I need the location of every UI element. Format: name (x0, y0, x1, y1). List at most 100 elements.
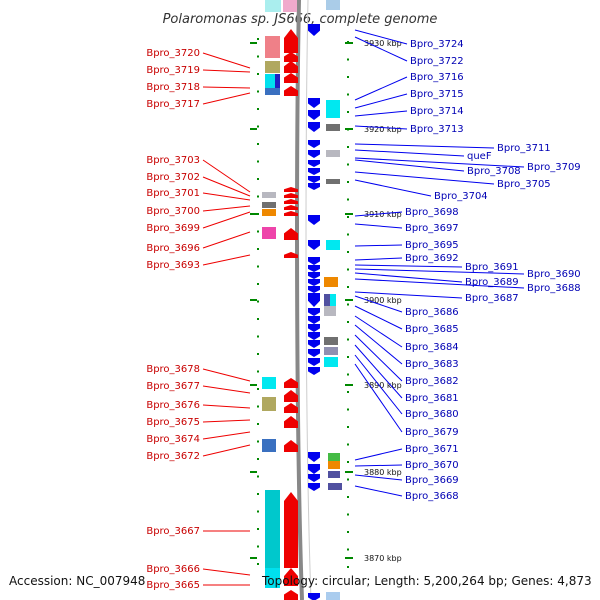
gene-domain-box (328, 483, 342, 490)
right-gene-label: Bpro_3685 (405, 324, 459, 335)
tick-mark (347, 163, 349, 166)
major-tick (250, 42, 257, 44)
tick-mark (257, 528, 259, 530)
tick-mark (347, 216, 349, 218)
tick-mark (257, 563, 259, 565)
tick-mark (347, 268, 349, 271)
gene-domain-box (324, 306, 336, 316)
tick-mark (347, 76, 349, 78)
tick-mark (347, 461, 349, 463)
tick-mark (257, 108, 259, 110)
right-gene-label: Bpro_3683 (405, 359, 459, 370)
right-gene-label: Bpro_3714 (410, 106, 464, 117)
reverse-gene-arrow (308, 452, 320, 462)
forward-gene-arrow (284, 86, 298, 96)
right-gene-label: Bpro_3724 (410, 39, 464, 50)
gene-domain-box (262, 227, 276, 239)
right-gene-label: Bpro_3690 (527, 269, 581, 280)
right-gene-label: Bpro_3686 (405, 307, 459, 318)
tick-mark (347, 531, 349, 533)
left-gene-label: Bpro_3677 (146, 381, 200, 392)
leader-line (354, 278, 525, 289)
right-gene-label: Bpro_3722 (410, 56, 464, 67)
gene-domain-box (324, 294, 330, 306)
forward-gene-arrow (284, 187, 298, 192)
scale-label: 3900 kbp (364, 296, 402, 305)
leader-line (354, 157, 525, 168)
leader-line (354, 244, 403, 247)
tick-mark (257, 38, 259, 40)
left-gene-label: Bpro_3717 (146, 99, 200, 110)
gene-domain-box (326, 0, 340, 10)
gene-domain-box (262, 439, 276, 452)
leader-line (354, 149, 465, 157)
reverse-gene-arrow (308, 367, 320, 375)
leader-line (354, 448, 403, 461)
right-gene-label: Bpro_3689 (465, 277, 519, 288)
leader-line (354, 344, 403, 399)
left-gene-label: Bpro_3720 (146, 48, 200, 59)
right-gene-label: Bpro_3713 (410, 124, 464, 135)
tick-mark (257, 370, 259, 373)
scale-label: 3890 kbp (364, 381, 402, 390)
tick-mark (257, 143, 259, 145)
reverse-gene-arrow (308, 483, 320, 491)
gene-domain-box (326, 179, 340, 184)
tick-mark (347, 198, 349, 201)
leader-line (202, 385, 251, 394)
gene-domain-box (324, 337, 338, 345)
leader-line (202, 92, 251, 105)
leader-line (202, 211, 251, 229)
right-gene-label: Bpro_3684 (405, 342, 459, 353)
left-gene-label: Bpro_3718 (146, 82, 200, 93)
right-gene-label: Bpro_3671 (405, 444, 459, 455)
reverse-gene-arrow (308, 358, 320, 366)
leader-line (202, 205, 251, 212)
tick-mark (257, 300, 259, 303)
leader-line (202, 192, 251, 201)
leader-line (202, 86, 251, 89)
forward-gene-arrow (284, 252, 298, 258)
tick-mark (257, 160, 259, 163)
left-gene-label: Bpro_3701 (146, 188, 200, 199)
gene-domain-box (265, 36, 280, 58)
tick-mark (347, 251, 349, 253)
leader-line (202, 159, 251, 193)
tick-mark (257, 388, 259, 390)
tick-mark (347, 443, 349, 446)
gene-domain-box (262, 192, 276, 198)
forward-gene-arrow (284, 52, 298, 62)
gene-domain-box (328, 471, 340, 478)
left-gene-label: Bpro_3696 (146, 243, 200, 254)
leader-line (354, 29, 408, 45)
right-gene-label: Bpro_3668 (405, 491, 459, 502)
forward-gene-arrow (284, 193, 298, 198)
major-tick (345, 557, 353, 559)
leader-line (354, 211, 403, 217)
leader-line (354, 464, 403, 467)
reverse-gene-arrow (308, 257, 320, 265)
major-tick (345, 213, 353, 215)
right-gene-label: Bpro_3680 (405, 409, 459, 420)
tick-mark (347, 496, 349, 498)
tick-mark (347, 566, 349, 568)
tick-mark (257, 55, 259, 58)
left-gene-label: Bpro_3693 (146, 260, 200, 271)
leader-line (354, 171, 495, 185)
right-gene-label: Bpro_3698 (405, 207, 459, 218)
leader-line (354, 295, 403, 313)
tick-mark (257, 195, 259, 198)
gene-domain-box (262, 202, 276, 208)
reverse-gene-arrow (308, 265, 320, 272)
gene-domain-box (265, 88, 280, 95)
tick-mark (257, 230, 259, 233)
forward-gene-arrow (284, 211, 298, 216)
forward-gene-arrow (284, 390, 298, 402)
leader-line (354, 291, 463, 299)
forward-gene-arrow (284, 416, 298, 428)
reverse-gene-arrow (308, 240, 320, 250)
label-leader-lines (202, 29, 525, 586)
reverse-gene-arrow (308, 183, 320, 190)
left-gene-label: Bpro_3665 (146, 580, 200, 591)
major-tick (345, 42, 353, 44)
